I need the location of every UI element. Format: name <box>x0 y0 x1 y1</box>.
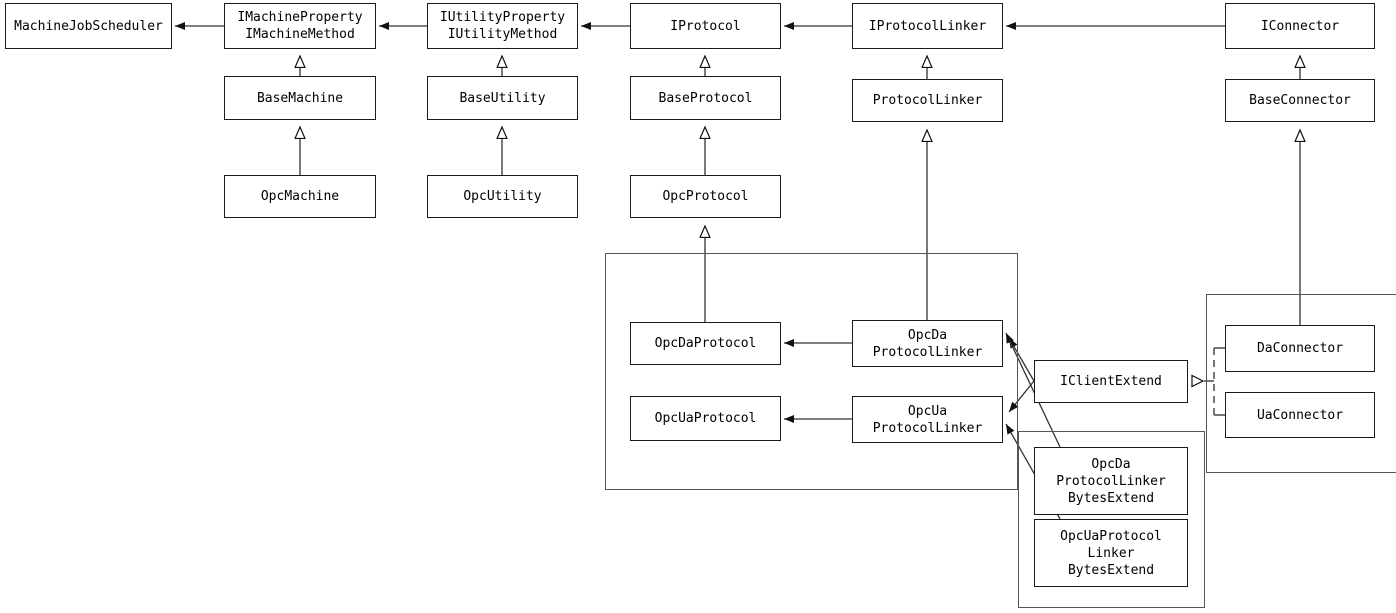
node-opc-ua-protocol[interactable]: OpcUaProtocol <box>630 396 781 441</box>
node-label: OpcDa ProtocolLinker BytesExtend <box>1056 456 1166 506</box>
node-iconnector[interactable]: IConnector <box>1225 3 1375 49</box>
group-protocol-implementations <box>605 253 1018 490</box>
node-iclient-extend[interactable]: IClientExtend <box>1034 360 1188 403</box>
group-bytes-extends <box>1018 431 1205 608</box>
node-label: IMachineProperty IMachineMethod <box>237 10 363 42</box>
node-opc-ua-protocol-linker[interactable]: OpcUa ProtocolLinker <box>852 396 1003 443</box>
node-label: IProtocol <box>670 18 741 34</box>
node-label: OpcUaProtocol Linker BytesExtend <box>1060 528 1162 578</box>
node-opc-da-protocol-linker-bytes-extend[interactable]: OpcDa ProtocolLinker BytesExtend <box>1034 447 1188 515</box>
node-protocol-linker[interactable]: ProtocolLinker <box>852 79 1003 122</box>
node-label: OpcUaProtocol <box>654 411 757 426</box>
node-base-machine[interactable]: BaseMachine <box>224 76 376 120</box>
node-label: MachineJobScheduler <box>14 18 163 34</box>
node-label: OpcMachine <box>260 189 340 204</box>
node-base-protocol[interactable]: BaseProtocol <box>630 76 781 120</box>
node-label: BaseUtility <box>459 90 546 106</box>
node-label: BaseMachine <box>256 90 344 106</box>
node-label: ProtocolLinker <box>872 93 983 108</box>
node-label: OpcUtility <box>463 189 542 204</box>
node-label: OpcDaProtocol <box>654 336 757 351</box>
node-iprotocol[interactable]: IProtocol <box>630 3 781 49</box>
node-label: IUtilityProperty IUtilityMethod <box>439 10 566 42</box>
node-da-connector[interactable]: DaConnector <box>1225 325 1375 372</box>
node-label: IProtocolLinker <box>868 18 987 34</box>
node-label: OpcProtocol <box>662 189 749 204</box>
node-opc-da-protocol[interactable]: OpcDaProtocol <box>630 322 781 365</box>
node-label: BaseConnector <box>1249 93 1351 108</box>
node-label: IClientExtend <box>1060 374 1162 389</box>
node-label: OpcUa ProtocolLinker <box>872 403 983 436</box>
node-opc-utility[interactable]: OpcUtility <box>427 175 578 218</box>
node-iutility-property-method[interactable]: IUtilityProperty IUtilityMethod <box>427 3 578 49</box>
edge-realization-arrowhead <box>1191 374 1205 388</box>
node-label: UaConnector <box>1256 407 1344 423</box>
node-label: IConnector <box>1260 18 1340 34</box>
node-base-connector[interactable]: BaseConnector <box>1225 79 1375 122</box>
group-connectors <box>1206 294 1396 473</box>
node-opc-machine[interactable]: OpcMachine <box>224 175 376 218</box>
node-opc-ua-protocol-linker-bytes-extend[interactable]: OpcUaProtocol Linker BytesExtend <box>1034 519 1188 587</box>
node-opc-protocol[interactable]: OpcProtocol <box>630 175 781 218</box>
node-base-utility[interactable]: BaseUtility <box>427 76 578 120</box>
node-imachine-property-method[interactable]: IMachineProperty IMachineMethod <box>224 3 376 49</box>
node-opc-da-protocol-linker[interactable]: OpcDa ProtocolLinker <box>852 320 1003 367</box>
node-label: BaseProtocol <box>658 90 753 106</box>
node-label: OpcDa ProtocolLinker <box>872 327 983 360</box>
node-machine-job-scheduler[interactable]: MachineJobScheduler <box>5 3 172 49</box>
node-ua-connector[interactable]: UaConnector <box>1225 392 1375 438</box>
node-iprotocol-linker[interactable]: IProtocolLinker <box>852 3 1003 49</box>
node-label: DaConnector <box>1256 341 1344 356</box>
